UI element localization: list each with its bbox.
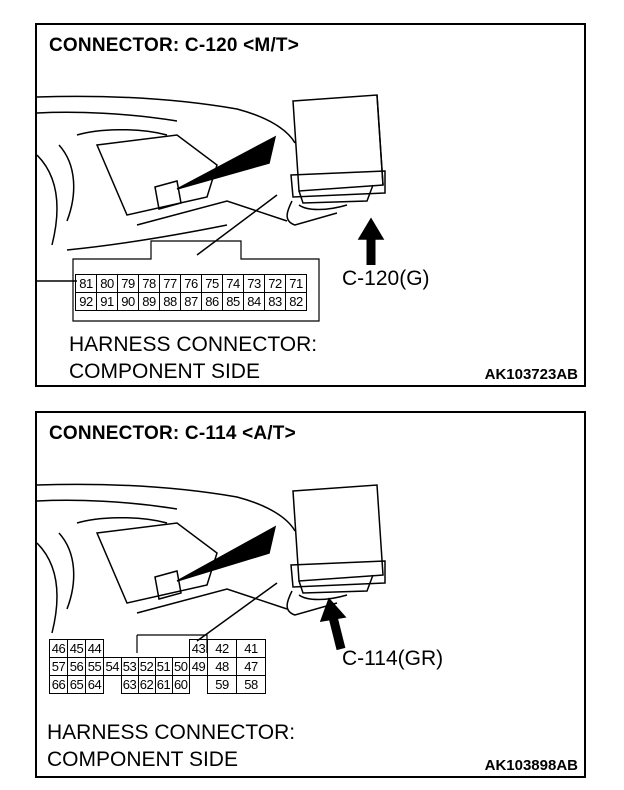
- pin-cell-empty: [104, 676, 122, 694]
- pin-cell: 63: [120, 675, 139, 694]
- pin-cell: 73: [243, 274, 265, 293]
- pin-cell: 48: [207, 657, 237, 676]
- pin-cell: 83: [264, 292, 286, 311]
- pin-row-3: 66 65 64 63 62 61 60 59 58: [49, 675, 266, 694]
- figure-code: AK103723AB: [484, 366, 578, 383]
- pin-cell-empty: [190, 676, 208, 694]
- connector-pin-grid: 81 80 79 78 77 76 75 74 73 72 71 92 91 9…: [75, 274, 307, 311]
- connector-pointer-label: C-120(G): [342, 267, 430, 290]
- pin-cell-empty: [104, 640, 122, 658]
- pin-cell: 46: [49, 639, 68, 658]
- pin-cell-empty: [121, 640, 138, 658]
- pin-cell: 41: [236, 639, 266, 658]
- pin-cell: 82: [285, 292, 307, 311]
- pin-cell: 52: [137, 657, 156, 676]
- pin-cell: 61: [154, 675, 173, 694]
- pin-cell: 84: [243, 292, 265, 311]
- pin-cell: 74: [222, 274, 244, 293]
- pin-row-1: 81 80 79 78 77 76 75 74 73 72 71: [75, 274, 307, 293]
- pin-cell: 50: [171, 657, 190, 676]
- connector-panel-c120: CONNECTOR: C-120 <M/T>: [35, 23, 586, 387]
- harness-caption: HARNESS CONNECTOR: COMPONENT SIDE: [69, 331, 317, 385]
- panel-title: CONNECTOR: C-120 <M/T>: [49, 35, 300, 56]
- pin-cell: 55: [85, 657, 104, 676]
- pin-cell: 65: [67, 675, 86, 694]
- pin-cell-empty: [138, 640, 155, 658]
- pin-cell: 85: [222, 292, 244, 311]
- dashboard-illustration: [37, 94, 386, 322]
- caption-line-2: COMPONENT SIDE: [47, 748, 238, 771]
- panel-title: CONNECTOR: C-114 <A/T>: [49, 423, 296, 444]
- pin-cell: 89: [138, 292, 160, 311]
- figure-code: AK103898AB: [484, 757, 578, 774]
- pin-cell: 51: [154, 657, 173, 676]
- pin-row-2: 92 91 90 89 88 87 86 85 84 83 82: [75, 292, 307, 311]
- caption-line-2: COMPONENT SIDE: [69, 360, 260, 383]
- pin-cell: 45: [67, 639, 86, 658]
- pin-cell: 64: [85, 675, 104, 694]
- pin-cell: 54: [103, 657, 122, 676]
- pin-cell: 66: [49, 675, 68, 694]
- connector-panel-c114: CONNECTOR: C-114 <A/T>: [35, 411, 586, 778]
- pin-cell: 57: [49, 657, 68, 676]
- pin-cell: 90: [117, 292, 139, 311]
- pin-row-2: 57 56 55 54 53 52 51 50 49 48 47: [49, 657, 266, 676]
- pin-cell: 62: [137, 675, 156, 694]
- pin-cell: 59: [207, 675, 237, 694]
- pin-cell: 47: [236, 657, 266, 676]
- pin-cell: 60: [171, 675, 190, 694]
- pin-cell: 78: [138, 274, 160, 293]
- pin-cell: 76: [180, 274, 202, 293]
- pin-cell: 81: [75, 274, 97, 293]
- pin-cell: 87: [180, 292, 202, 311]
- connector-pointer-label: C-114(GR): [342, 647, 444, 670]
- pin-cell: 49: [189, 657, 208, 676]
- pin-cell: 77: [159, 274, 181, 293]
- pin-cell: 80: [96, 274, 118, 293]
- pin-cell: 58: [236, 675, 266, 694]
- pin-cell: 75: [201, 274, 223, 293]
- pin-cell: 91: [96, 292, 118, 311]
- connector-pin-grid: 46 45 44 43 42 41 57 56 55 54 53 52 51 5…: [49, 639, 266, 694]
- caption-line-1: HARNESS CONNECTOR:: [47, 721, 296, 744]
- pin-cell: 42: [207, 639, 237, 658]
- pin-cell-empty: [172, 640, 190, 658]
- pin-cell: 92: [75, 292, 97, 311]
- pin-cell: 43: [189, 639, 208, 658]
- pin-cell: 79: [117, 274, 139, 293]
- pin-cell: 56: [67, 657, 86, 676]
- pin-cell: 53: [120, 657, 139, 676]
- pin-cell: 88: [159, 292, 181, 311]
- pin-cell: 72: [264, 274, 286, 293]
- caption-line-1: HARNESS CONNECTOR:: [69, 333, 318, 356]
- pin-cell-empty: [155, 640, 172, 658]
- pin-row-1: 46 45 44 43 42 41: [49, 639, 266, 658]
- pin-cell: 71: [285, 274, 307, 293]
- dashboard-illustration: [37, 483, 386, 653]
- pin-cell: 86: [201, 292, 223, 311]
- pin-cell: 44: [85, 639, 104, 658]
- harness-caption: HARNESS CONNECTOR: COMPONENT SIDE: [47, 719, 295, 773]
